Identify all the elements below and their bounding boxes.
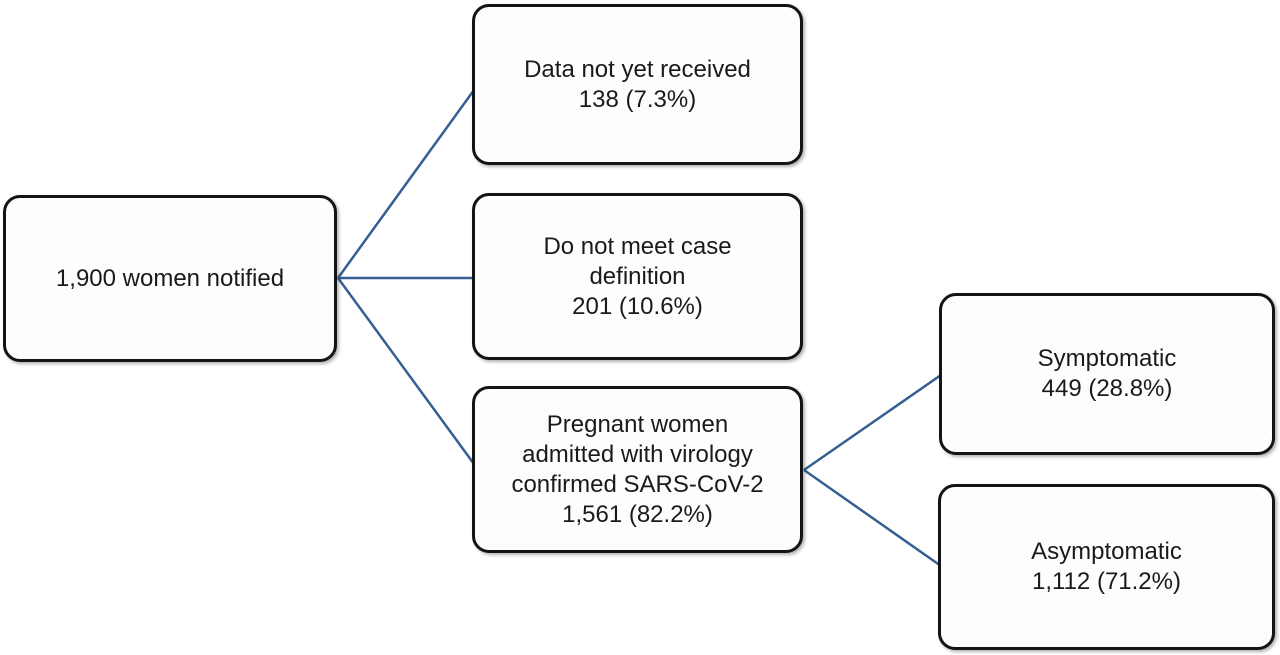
connector-confirmed-to-asymptomatic bbox=[803, 468, 942, 568]
flow-box-not-case-definition: Do not meet case definition 201 (10.6%) bbox=[472, 193, 803, 360]
connector-root-to-not-received bbox=[336, 89, 476, 279]
flow-box-symptomatic: Symptomatic 449 (28.8%) bbox=[939, 293, 1275, 455]
box-text-line: Do not meet case bbox=[543, 232, 732, 260]
flow-box-asymptomatic: Asymptomatic 1,112 (71.2%) bbox=[938, 484, 1275, 650]
box-text-line: definition bbox=[589, 262, 686, 290]
box-text-line: Pregnant women bbox=[546, 410, 729, 438]
box-stat-line: 138 (7.3%) bbox=[578, 85, 697, 113]
box-text-line: Symptomatic bbox=[1037, 345, 1177, 372]
box-text-line: Data not yet received bbox=[524, 55, 751, 83]
box-text-line: Asymptomatic bbox=[1031, 538, 1182, 565]
box-text-line: 1,900 women notified bbox=[55, 264, 285, 292]
flow-box-data-not-received: Data not yet received 138 (7.3%) bbox=[472, 4, 803, 165]
box-stat-line: 1,561 (82.2%) bbox=[562, 500, 713, 528]
box-text-line: confirmed SARS-CoV-2 bbox=[511, 470, 764, 498]
box-stat-line: 1,112 (71.2%) bbox=[1032, 568, 1181, 595]
connector-confirmed-to-symptomatic bbox=[803, 373, 942, 472]
flow-box-women-notified: 1,900 women notified bbox=[3, 195, 337, 362]
box-stat-line: 201 (10.6%) bbox=[572, 292, 703, 320]
flow-box-confirmed-admitted: Pregnant women admitted with virology co… bbox=[472, 386, 803, 553]
box-stat-line: 449 (28.8%) bbox=[1041, 375, 1173, 402]
box-text-line: admitted with virology bbox=[522, 440, 753, 468]
connector-root-to-confirmed bbox=[336, 277, 476, 465]
